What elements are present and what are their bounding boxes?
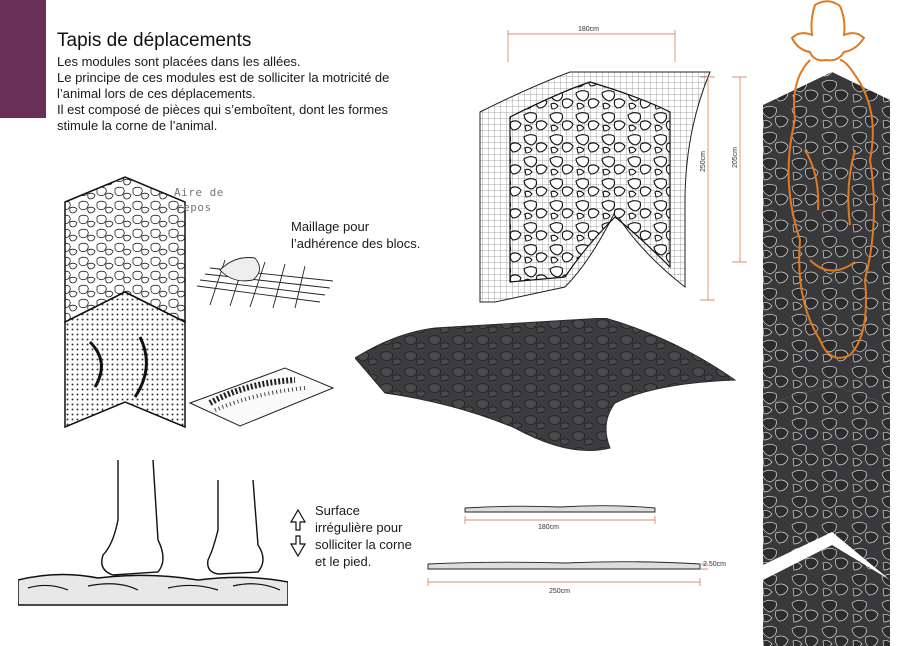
surface-sketch: [188, 367, 335, 427]
dim-profile-long: 250cm: [549, 588, 571, 595]
mesh-caption-line-1: Maillage pour: [291, 219, 370, 234]
page-title: Tapis de déplacements: [57, 30, 252, 51]
mesh-caption-line-2: l’adhérence des blocs.: [291, 236, 421, 251]
dim-top-width: 180cm: [578, 26, 600, 33]
intro-line-5: stimule la corne de l’animal.: [57, 118, 218, 133]
dim-height-outer: 250cm: [700, 150, 707, 172]
rest-area-label-2: repos: [176, 201, 212, 214]
intro-text: Les modules sont placées dans les allées…: [57, 54, 437, 134]
intro-line-3: l’animal lors de ces déplacements.: [57, 86, 256, 101]
profile-short: [464, 505, 656, 524]
mesh-sketch: [196, 257, 334, 309]
mat-sketch: [64, 176, 186, 429]
technical-drawing: [479, 30, 747, 303]
profile-long: [427, 561, 708, 586]
intro-line-4: Il est composé de pièces qui s’emboîtent…: [57, 102, 388, 117]
intro-line-1: Les modules sont placées dans les allées…: [57, 54, 301, 69]
dim-profile-thickness: 2.50cm: [703, 561, 726, 568]
surface-caption-line-3: solliciter la corne: [315, 537, 412, 552]
top-view-strip: [763, 0, 890, 646]
surface-caption-line-4: et le pied.: [315, 554, 372, 569]
mesh-caption: Maillage pour l’adhérence des blocs.: [291, 218, 420, 252]
dim-height-inner: 205cm: [732, 146, 739, 168]
intro-line-2: Le principe de ces modules est de sollic…: [57, 70, 390, 85]
rest-area-label-1: Aire de: [174, 186, 224, 199]
hooves-sketch: [18, 460, 288, 606]
surface-caption-line-1: Surface: [315, 503, 360, 518]
accent-bar: [0, 0, 46, 118]
up-down-arrows-icon: [290, 508, 306, 558]
mat-3d-render: [355, 318, 737, 451]
surface-caption: Surface irrégulière pour solliciter la c…: [315, 502, 412, 570]
surface-caption-line-2: irrégulière pour: [315, 520, 403, 535]
dim-profile-short: 180cm: [538, 524, 560, 531]
